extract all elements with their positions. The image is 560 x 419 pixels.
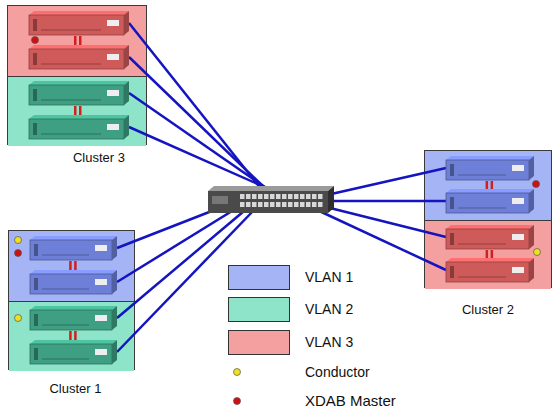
- server-unit: [29, 45, 129, 69]
- vlan-band: [425, 220, 551, 289]
- legend-swatch: [228, 265, 290, 290]
- network-switch: [208, 186, 334, 213]
- cluster-label: Cluster 2: [425, 302, 551, 317]
- cluster-box: Cluster 1: [8, 230, 135, 370]
- cluster-box: Cluster 2: [424, 150, 552, 288]
- legend-dot: [234, 398, 241, 405]
- vlan-band: [8, 6, 146, 76]
- vlan-band: [9, 301, 134, 371]
- vlan-band: [425, 151, 551, 220]
- server-unit: [29, 115, 129, 139]
- cluster-link: [74, 36, 82, 45]
- server-unit: [30, 236, 117, 260]
- cluster-box: Cluster 3: [7, 5, 147, 145]
- cluster-link: [69, 261, 77, 270]
- network-cable: [320, 200, 446, 203]
- network-cable: [318, 168, 446, 197]
- server-unit: [446, 156, 534, 180]
- network-cable: [129, 127, 278, 193]
- legend-label: XDAB Master: [305, 392, 396, 410]
- server-unit: [29, 11, 129, 35]
- server-unit: [29, 81, 129, 105]
- server-unit: [30, 270, 117, 294]
- status-dots: [15, 37, 541, 322]
- role-dot: [534, 249, 541, 256]
- network-cable: [129, 57, 267, 190]
- cluster-label: Cluster 3: [30, 150, 168, 165]
- cluster-link: [486, 250, 494, 258]
- cluster-link: [486, 181, 494, 189]
- legend-label: VLAN 2: [305, 300, 353, 318]
- network-cable: [129, 93, 272, 192]
- legend-swatch: [228, 330, 290, 355]
- legend-label: VLAN 3: [305, 333, 353, 351]
- server-group: [29, 11, 534, 364]
- cluster-label: Cluster 1: [13, 381, 138, 396]
- network-cable: [129, 23, 262, 190]
- network-cable: [117, 200, 240, 248]
- cluster-link: [74, 106, 82, 115]
- network-cables: [117, 23, 446, 352]
- server-unit: [446, 225, 534, 249]
- server-unit: [30, 340, 117, 364]
- legend-symbols: [234, 369, 241, 405]
- legend-label: VLAN 1: [305, 268, 353, 286]
- role-dot: [15, 237, 22, 244]
- network-cable: [318, 205, 446, 237]
- role-dot: [533, 181, 540, 188]
- legend-label: Conductor: [305, 363, 370, 381]
- server-unit: [30, 306, 117, 330]
- network-cable: [315, 209, 446, 270]
- vlan-band: [9, 231, 134, 301]
- legend-swatch: [228, 297, 290, 322]
- vlan-band: [8, 76, 146, 146]
- network-cable: [117, 203, 245, 282]
- role-dot: [15, 250, 22, 257]
- server-unit: [446, 258, 534, 282]
- server-unit: [446, 189, 534, 213]
- cluster-link: [69, 331, 77, 340]
- legend-dot: [234, 369, 241, 376]
- role-dot: [32, 37, 39, 44]
- role-dot: [15, 315, 22, 322]
